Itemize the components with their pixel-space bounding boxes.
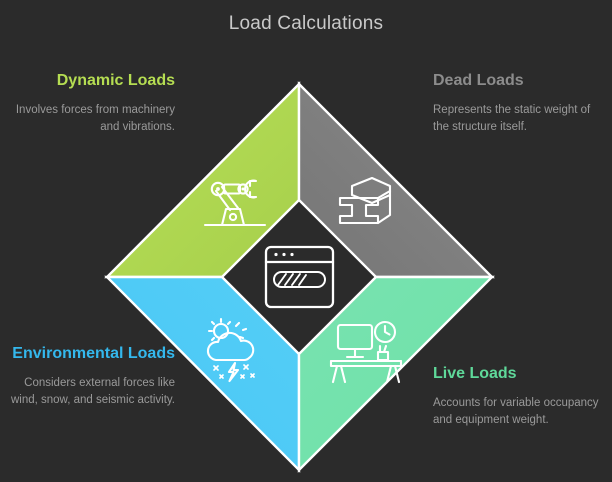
heading-live-loads: Live Loads: [433, 365, 517, 382]
description-environmental-loads: Considers external forces like wind, sno…: [10, 377, 175, 406]
description-dead-loads: Represents the static weight of the stru…: [433, 104, 591, 133]
steel-ibeam-icon: [338, 176, 392, 225]
heading-dead-loads: Dead Loads: [433, 72, 524, 89]
robot-arm-icon: [203, 179, 267, 227]
sun-cloud-snow-lightning-icon: [206, 317, 255, 383]
browser-window-progress-icon: [264, 245, 335, 309]
desk-monitor-clock-icon: [329, 320, 403, 384]
label-live-loads: Live Loads Accounts for variable occupan…: [433, 363, 608, 429]
label-environmental-loads: Environmental Loads Considers external f…: [0, 343, 175, 409]
heading-dynamic-loads: Dynamic Loads: [56, 72, 175, 89]
page-title: Load Calculations: [228, 13, 384, 34]
label-dead-loads: Dead Loads Represents the static weight …: [433, 70, 608, 136]
description-live-loads: Accounts for variable occupancy and equi…: [433, 397, 599, 426]
heading-environmental-loads: Environmental Loads: [12, 345, 175, 362]
description-dynamic-loads: Involves forces from machinery and vibra…: [15, 104, 175, 133]
label-dynamic-loads: Dynamic Loads Involves forces from machi…: [0, 70, 175, 136]
